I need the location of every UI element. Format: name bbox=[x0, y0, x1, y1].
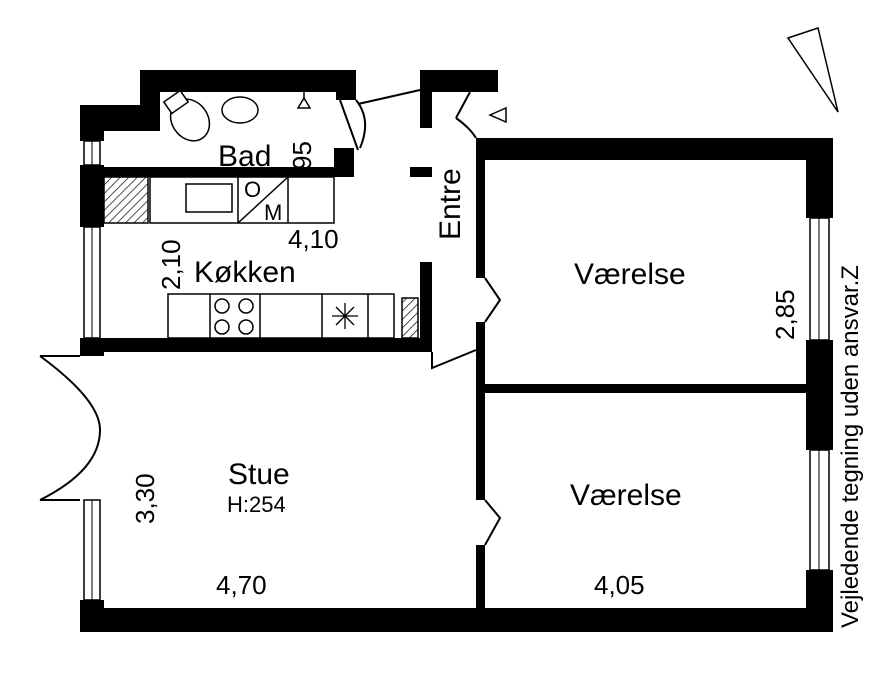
hob-icon bbox=[214, 298, 254, 335]
dim-stue-depth: 3,30 bbox=[130, 473, 160, 524]
shaft-icon bbox=[103, 176, 149, 224]
doors bbox=[39, 89, 502, 546]
room-label-entre: Entre bbox=[434, 168, 467, 240]
north-arrow-icon bbox=[786, 27, 839, 113]
drain-icon bbox=[296, 96, 312, 109]
windows bbox=[83, 140, 830, 601]
dim-bad-width: 95 bbox=[287, 141, 317, 170]
room-label-vaerelse-top: Værelse bbox=[574, 258, 686, 291]
dim-vaerelse-top-depth: 2,85 bbox=[770, 289, 800, 340]
room-label-kokken: Køkken bbox=[194, 256, 296, 289]
entry-arrow-icon bbox=[488, 106, 507, 124]
room-label-bad: Bad bbox=[218, 140, 271, 173]
disclaimer-text: Vejledende tegning uden ansvar.Z bbox=[837, 265, 864, 628]
room-label-stue: Stue bbox=[228, 458, 290, 491]
dim-kokken-length: 4,10 bbox=[288, 224, 339, 254]
bathroom-fixtures bbox=[162, 89, 312, 142]
room-label-vaerelse-bottom: Værelse bbox=[570, 479, 682, 512]
dim-kokken-depth: 2,10 bbox=[156, 239, 186, 290]
sink-icon bbox=[221, 96, 259, 124]
ceiling-height: H:254 bbox=[227, 492, 286, 517]
oven-label: O bbox=[244, 177, 261, 202]
kitchen-sink-icon bbox=[185, 183, 233, 213]
kitchen-fixtures bbox=[103, 176, 419, 339]
microwave-label: M bbox=[264, 200, 282, 225]
shaft-icon bbox=[401, 297, 419, 339]
dishwasher-icon bbox=[332, 303, 358, 329]
dim-vaerelse-bottom-width: 4,05 bbox=[594, 570, 645, 600]
dim-stue-width: 4,70 bbox=[216, 570, 267, 600]
outer-walls bbox=[80, 70, 833, 632]
interior-walls bbox=[104, 70, 833, 615]
